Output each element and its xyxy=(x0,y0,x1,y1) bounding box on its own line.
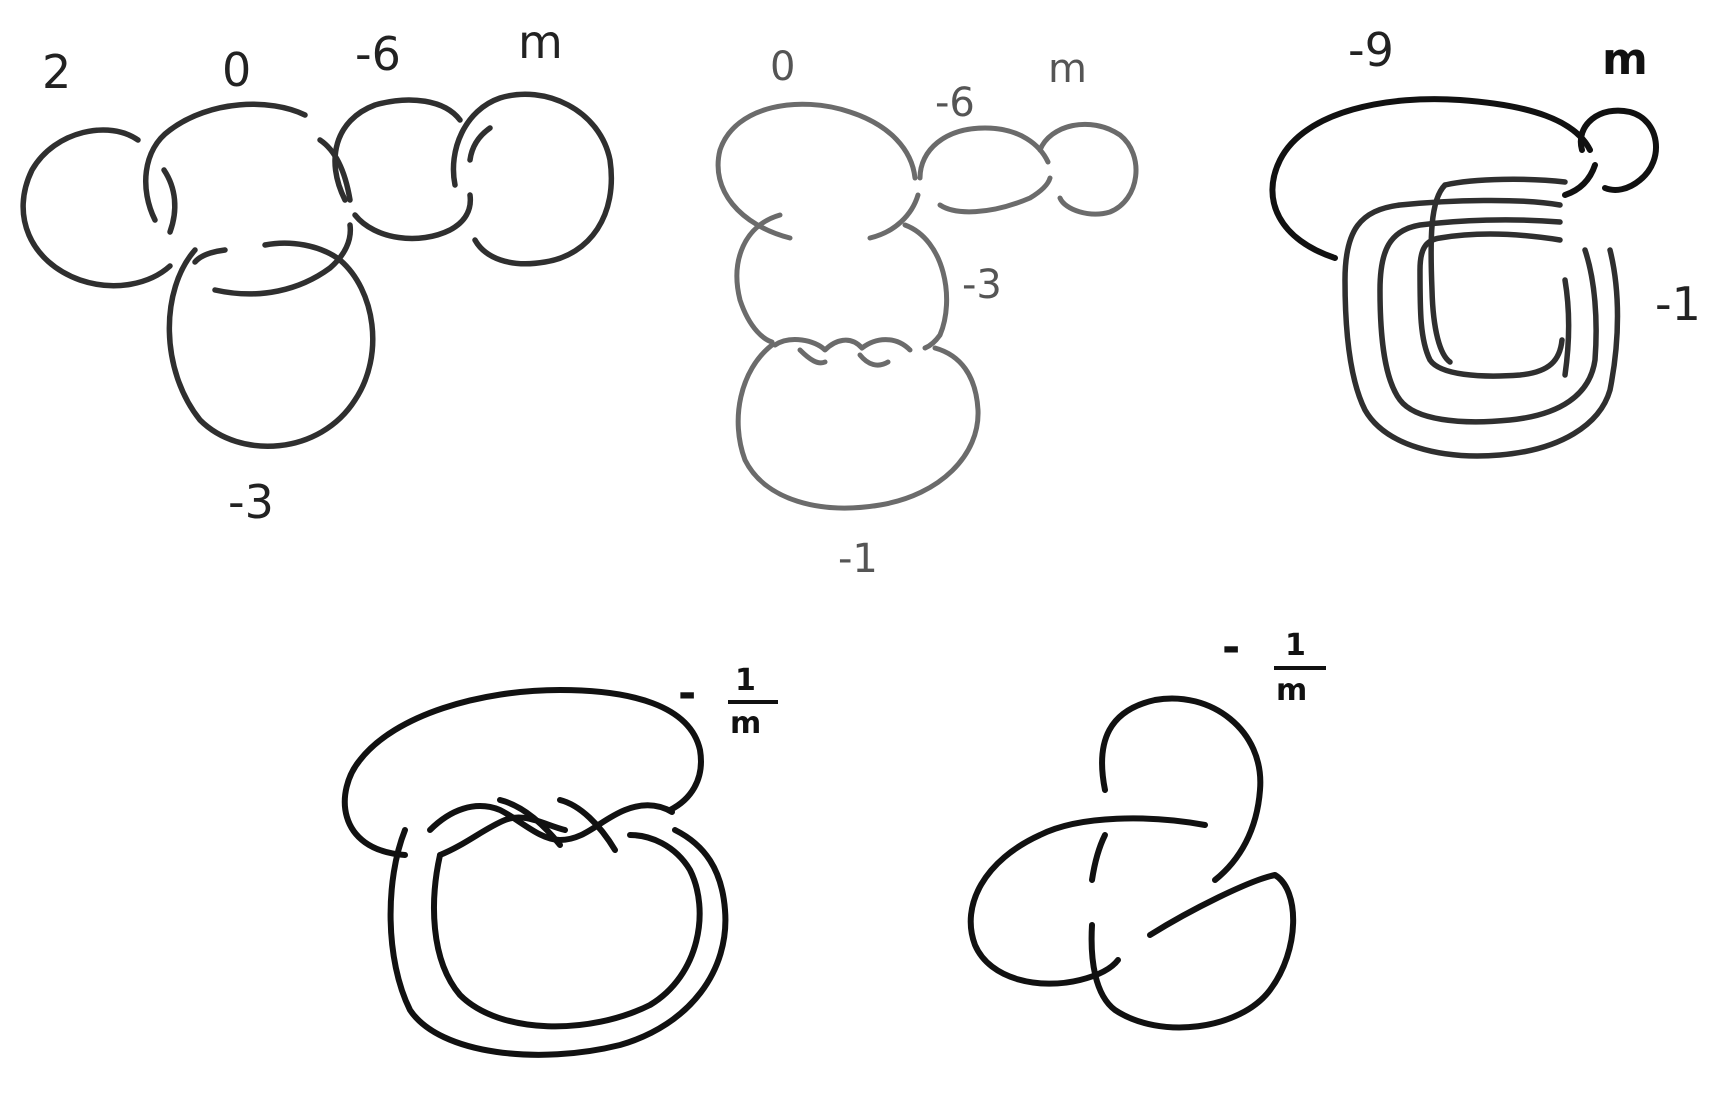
d2-circle-neg3 xyxy=(734,212,783,345)
d1-label-neg3: -3 xyxy=(228,475,274,529)
diagram-2-stacked-chain: 0 -6 m -3 -1 xyxy=(715,44,1139,582)
d2-label-m: m xyxy=(1048,46,1087,92)
d3-square-outer xyxy=(1342,197,1621,459)
d2-label-neg3: -3 xyxy=(962,262,1002,308)
d1-circle-neg6 xyxy=(332,97,463,203)
d3-square-core-top xyxy=(1442,176,1568,188)
d1-circle-2 xyxy=(20,127,173,289)
d2-label-neg6: -6 xyxy=(935,80,975,126)
d1-circle-0-lower xyxy=(212,222,354,297)
d3-square-inner xyxy=(1417,231,1565,379)
d3-square-mid xyxy=(1377,217,1599,425)
d1-circle-neg3 xyxy=(166,240,376,449)
diagram-1-linear-chain: 2 0 -6 m -3 xyxy=(20,15,614,529)
d2-circle-neg1 xyxy=(735,342,981,511)
d2-circle-0-lower xyxy=(867,192,921,241)
d1-label-2: 2 xyxy=(42,45,71,99)
d1-circle-m-inner xyxy=(467,125,493,163)
d2-circle-m xyxy=(1037,121,1139,217)
d3-label-neg9: -9 xyxy=(1348,23,1394,77)
d2-circle-neg6 xyxy=(917,125,1051,181)
d4-label-denominator: m xyxy=(730,706,761,741)
d2-label-neg1: -1 xyxy=(838,536,878,582)
d5-trefoil-right-lobe xyxy=(1088,872,1297,1031)
d1-label-0: 0 xyxy=(222,43,251,97)
d1-circle-0 xyxy=(143,101,308,223)
d2-circle-neg6-lower xyxy=(937,175,1053,215)
d5-label-denominator: m xyxy=(1276,673,1307,708)
d4-band-outer xyxy=(387,827,729,1058)
d2-twist-region xyxy=(772,337,913,353)
d4-outer-top xyxy=(341,687,704,858)
d2-circle-0 xyxy=(715,101,918,241)
d1-circle-2-arc xyxy=(161,167,178,235)
d5-trefoil-top-lobe xyxy=(1099,695,1264,883)
d4-band-inner xyxy=(431,832,703,1030)
d1-circle-m xyxy=(450,91,614,267)
d3-loop-m-link xyxy=(1562,162,1598,198)
d3-outer-arc-neg9 xyxy=(1269,96,1593,261)
d5-label-minus: - xyxy=(1222,622,1240,673)
d4-label-numerator: 1 xyxy=(735,663,756,698)
d1-circle-0-right xyxy=(317,137,353,203)
d5-label-numerator: 1 xyxy=(1285,628,1306,663)
d4-band-twist-3 xyxy=(497,797,618,853)
d2-circle-neg3-right xyxy=(902,222,949,351)
d3-square-right-edge xyxy=(1562,277,1572,378)
d3-square-core xyxy=(1428,182,1453,365)
d1-circle-neg6-lower xyxy=(352,192,474,242)
d4-band-twist-1 xyxy=(427,802,675,843)
d3-loop-m xyxy=(1577,107,1659,193)
d4-label-minus: - xyxy=(678,668,696,719)
d5-trefoil-left-lobe xyxy=(967,815,1208,987)
d5-trefoil-crossing-strand xyxy=(1089,832,1108,883)
d1-label-m: m xyxy=(518,15,563,69)
d2-twist-region-2 xyxy=(797,347,891,368)
d2-label-0: 0 xyxy=(770,44,795,90)
d1-circle-neg3-top xyxy=(192,247,228,265)
d1-label-neg6: -6 xyxy=(355,27,401,81)
d4-band-twist-2 xyxy=(437,814,568,858)
d3-label-neg1: -1 xyxy=(1655,277,1701,331)
diagram-4-twisted-band: - 1 m xyxy=(341,663,778,1058)
diagram-5-trefoil-knot: - 1 m xyxy=(967,622,1326,1031)
d3-label-m: m xyxy=(1602,34,1648,85)
diagram-3-nested-loops: -9 m -1 xyxy=(1269,23,1701,459)
